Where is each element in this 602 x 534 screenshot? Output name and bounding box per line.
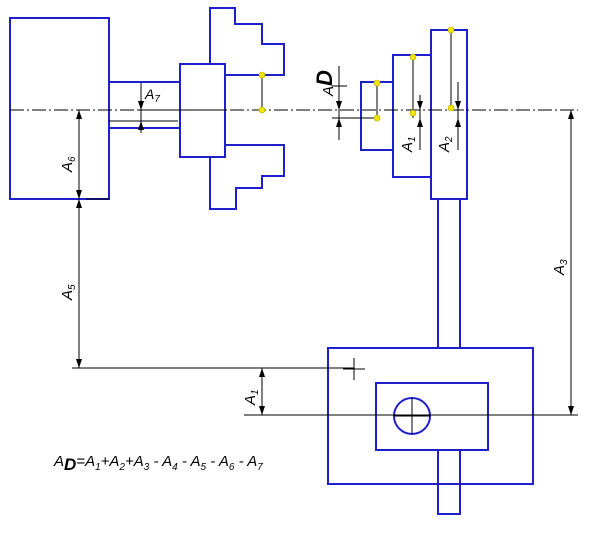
- label-a1: A1: [399, 136, 418, 153]
- point-jaw-top: [258, 71, 266, 79]
- formula-lhs: AD: [54, 453, 77, 474]
- point-ad-top: [373, 79, 381, 87]
- extension-lines: [72, 30, 578, 416]
- arrow-a7-top: [138, 101, 144, 110]
- arrow-a7-bottom: [138, 121, 144, 130]
- label-a6: A6: [59, 156, 78, 173]
- arrow-a4-top: [259, 368, 265, 377]
- point-ad-bottom: [373, 114, 381, 122]
- formula-term-7: - A7: [234, 453, 263, 473]
- label-ad: AD: [312, 70, 337, 97]
- dimension-lines: [78, 66, 572, 415]
- arrow-ad-bottom: [336, 118, 342, 127]
- formula-term-1: A1: [85, 453, 101, 473]
- arrow-a2-top: [455, 101, 461, 110]
- dimension-labels: A7 A6 A5 A3 A1 AD A1 A2: [59, 70, 570, 406]
- label-a7: A7: [144, 86, 160, 105]
- tool-holder: [430, 29, 468, 200]
- axis-lines: [10, 109, 578, 434]
- arrow-a5-bottom: [76, 359, 82, 368]
- chuck-lower-jaws: [209, 144, 285, 210]
- carriage-plate: [327, 347, 534, 485]
- lead-screw-nut: [375, 382, 489, 451]
- formula-term-5: - A5: [177, 453, 207, 473]
- point-a2-bottom: [447, 104, 455, 112]
- formula-equals: =: [76, 453, 86, 470]
- arrow-heads: [76, 101, 574, 415]
- vertical-post-lower: [437, 449, 461, 515]
- arrow-a5-top: [76, 199, 82, 208]
- point-a1-bottom: [409, 109, 417, 117]
- contact-points: [258, 26, 455, 122]
- arrow-a1-bottom: [417, 118, 423, 127]
- formula-term-2: +A2: [100, 453, 125, 473]
- formula-term-6: - A6: [206, 453, 235, 473]
- label-a5: A5: [59, 284, 78, 301]
- label-a4-side: A1: [242, 389, 261, 406]
- arrow-a6-bottom: [76, 190, 82, 199]
- chuck-upper-jaws: [209, 7, 285, 76]
- dimension-chain-formula: AD=A1+A2+A3 - A4 - A5 - A6 - A7: [54, 453, 263, 475]
- formula-term-3: +A3: [124, 453, 150, 473]
- arrow-a3-top: [568, 110, 574, 119]
- arrow-ad-top: [336, 101, 342, 110]
- label-a2: A2: [436, 136, 455, 153]
- arrow-a2-bottom: [455, 118, 461, 127]
- arrow-a1-top: [417, 101, 423, 110]
- point-a2-top: [447, 26, 455, 34]
- vertical-post-upper: [437, 198, 461, 349]
- arrow-a6-top: [76, 110, 82, 119]
- machine-parts: [9, 7, 534, 515]
- arrow-a4-bottom: [259, 406, 265, 415]
- point-jaw-axis: [258, 106, 266, 114]
- label-a3: A3: [551, 259, 570, 276]
- point-a1-top: [409, 53, 417, 61]
- arrow-a3-bottom: [568, 406, 574, 415]
- formula-term-4: - A4: [149, 453, 178, 473]
